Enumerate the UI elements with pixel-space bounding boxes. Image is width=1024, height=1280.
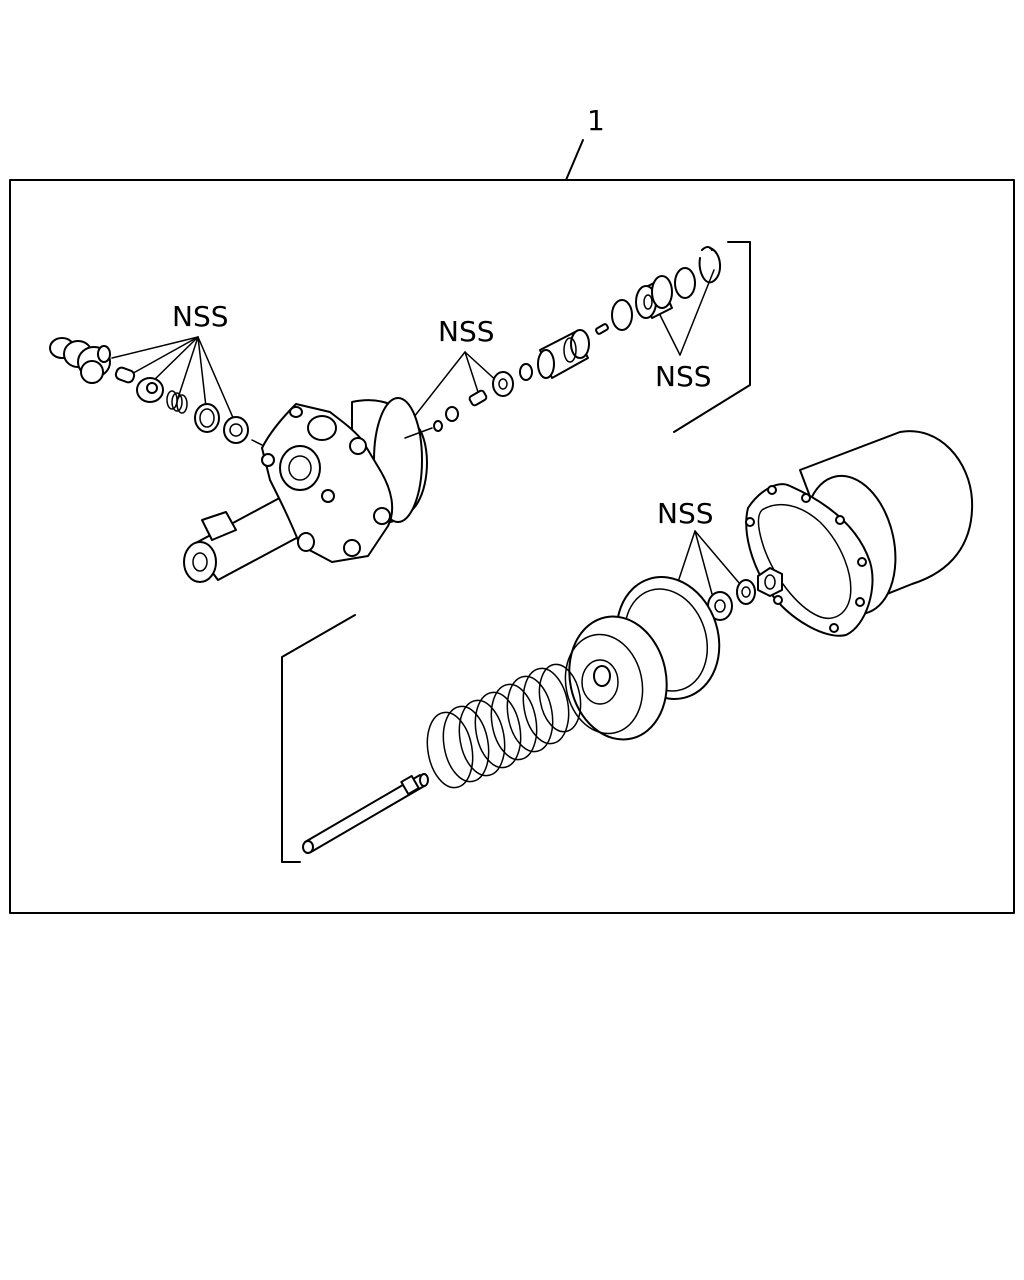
- nss-label-center: NSS: [438, 315, 495, 348]
- o-ring-upper-2: [674, 267, 696, 299]
- return-spring: [426, 663, 582, 789]
- push-rod: [302, 773, 429, 854]
- piston-plate: [564, 615, 668, 741]
- pin-small: [595, 323, 609, 335]
- pin-part: [114, 366, 136, 384]
- spring-small: [166, 390, 188, 414]
- piston-part: [537, 329, 590, 379]
- o-ring-upper: [611, 299, 633, 331]
- cylinder-body: [183, 397, 428, 583]
- axis-line-center: [404, 427, 433, 439]
- bracket-upper-right: [673, 241, 751, 433]
- gasket-part: [745, 483, 874, 637]
- nss-label-right-top: NSS: [655, 360, 712, 393]
- seal-ring-small: [136, 377, 164, 403]
- kit-frame: [9, 179, 1015, 914]
- fitting-part: [49, 337, 111, 384]
- nss-label-left: NSS: [172, 300, 229, 333]
- cup-seal: [635, 275, 673, 319]
- nut-part: [757, 567, 783, 597]
- snap-ring: [698, 246, 721, 284]
- nss-label-right-lower: NSS: [657, 497, 714, 530]
- o-ring-left: [194, 403, 220, 433]
- washer-right: [736, 579, 756, 605]
- callout-number-1: 1: [587, 104, 605, 137]
- washer-left: [223, 416, 249, 444]
- nss-leaders-right-lower: [675, 530, 741, 595]
- small-parts-center: [433, 363, 533, 432]
- bracket-lower-left: [281, 614, 356, 863]
- nss-leaders-left: [111, 336, 235, 421]
- callout-leader: [565, 139, 584, 181]
